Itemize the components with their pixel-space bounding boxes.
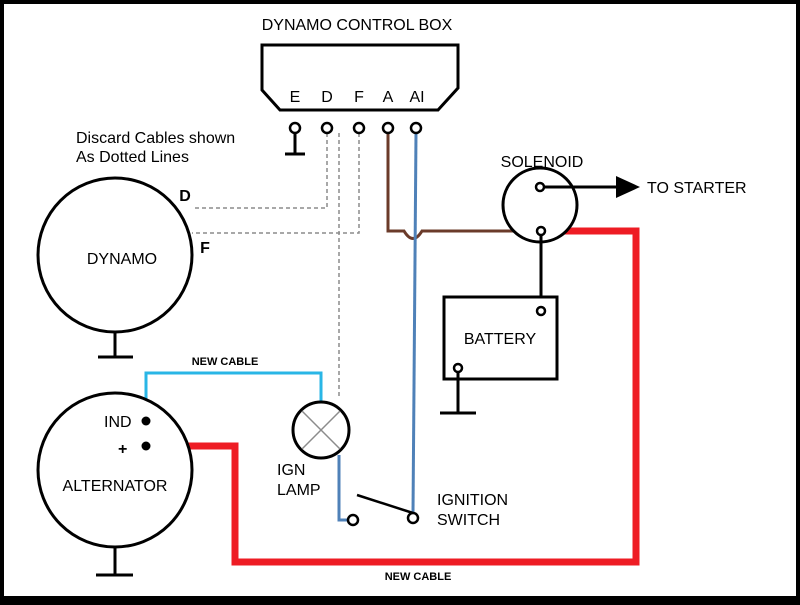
alternator-label: ALTERNATOR [63,478,168,495]
starter-arrow-icon [616,176,640,198]
ign-lamp-label-line1: IGN [277,462,305,479]
ign-lamp-label-line2: LAMP [277,482,321,499]
terminal-label-d: D [321,89,333,106]
discard-note-line1: Discard Cables shown [76,130,235,147]
red-main-cable [147,227,640,566]
alternator-ind-terminal [141,416,151,426]
new-cable-top-label: NEW CABLE [192,356,259,368]
control-box-title: DYNAMO CONTROL BOX [262,17,453,34]
discard-cable-d [192,133,328,209]
ignition-switch-terminal-right [406,511,420,525]
dynamo-label: DYNAMO [87,251,157,268]
ignition-switch-lever [356,493,414,515]
discard-cable-f [192,133,360,234]
battery-positive-terminal [535,305,547,317]
solenoid-label: SOLENOID [501,154,584,171]
alternator-plus-label: + [118,441,127,458]
blue-cable-ai [411,132,418,514]
to-starter-label: TO STARTER [647,180,747,197]
alternator-ind-label: IND [104,414,132,431]
ignition-switch-label-line2: SWITCH [437,512,500,529]
battery-negative-terminal [452,362,464,374]
terminal-label-f: F [354,89,364,106]
ignition-switch-label-line1: IGNITION [437,492,508,509]
terminal-label-a: A [383,89,394,106]
battery-label: BATTERY [464,331,537,348]
control-box-outline [260,43,460,112]
terminal-d [320,121,334,135]
terminal-f [352,121,366,135]
new-cable-bottom-label: NEW CABLE [385,571,452,583]
solenoid-battery-terminal [535,225,547,237]
lamp-cross-b [301,410,341,450]
discard-note-line2: As Dotted Lines [76,149,189,166]
cyan-new-cable [144,371,323,420]
terminal-e [288,121,302,135]
alternator-plus-terminal [141,441,151,451]
solenoid-starter-terminal [534,181,546,193]
dynamo-terminal-d: D [179,188,191,205]
terminal-ai [409,121,423,135]
brown-cable-a [386,133,541,240]
terminal-a [381,121,395,135]
terminal-label-e: E [290,89,301,106]
terminal-label-ai: AI [409,89,424,106]
dynamo-terminal-f: F [200,240,210,257]
ignition-switch-terminal-left [346,513,360,527]
